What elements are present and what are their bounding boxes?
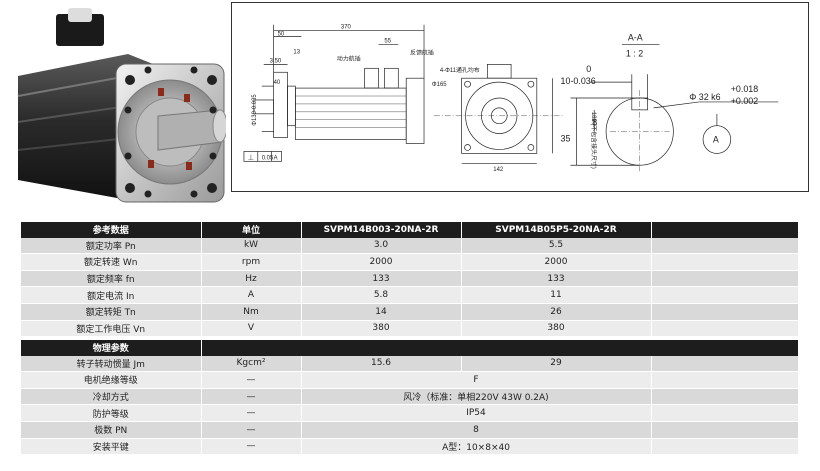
- table-row: 极数 PN — 8: [21, 421, 799, 439]
- param-name: 转子转动惯量 Jm: [21, 355, 202, 372]
- dim-50: 50: [278, 32, 285, 38]
- param-unit: A: [201, 286, 302, 304]
- shaft-label: Φ 32 k6: [689, 92, 720, 102]
- param-unit: —: [201, 438, 302, 455]
- table-row: 防护等级 — IP54: [21, 404, 799, 422]
- physical-params-table: 物理参数 转子转动惯量 Jm Kgcm² 15.6 29 电机绝缘等级 — F …: [21, 340, 799, 455]
- param-name: 冷却方式: [21, 388, 202, 405]
- col-header-unit: 单位: [201, 222, 302, 238]
- dim-13: 13: [293, 49, 300, 55]
- param-value-2: 11: [461, 286, 652, 304]
- param-name: 防护等级: [21, 404, 202, 422]
- table-row: 额定转矩 Tn Nm 14 26: [21, 303, 799, 321]
- table-row: 额定频率 fn Hz 133 133: [21, 270, 799, 287]
- param-name: 额定电流 In: [21, 286, 202, 304]
- param-value-2: 133: [461, 270, 652, 287]
- perp-tolerance: 0.05: [262, 155, 274, 161]
- param-value-shared: 风冷（标准：单相220V 43W 0.2A): [301, 388, 652, 405]
- param-name: 极数 PN: [21, 421, 202, 439]
- shaft-tol-lower: +0.002: [731, 96, 758, 106]
- dim-142: 142: [493, 167, 503, 173]
- dim-182: 182 (不包含接头尺寸): [590, 112, 598, 169]
- param-name: 电机绝缘等级: [21, 371, 202, 389]
- param-value-1: 3.0: [301, 237, 462, 254]
- table-row: 转子转动惯量 Jm Kgcm² 15.6 29: [21, 355, 799, 372]
- section-title: 物理参数: [21, 340, 202, 356]
- param-value-2: 2000: [461, 253, 652, 271]
- param-value-1: 5.8: [301, 286, 462, 304]
- table-header-row: 参考数据 单位 SVPM14B003-20NA-2R SVPM14B05P5-2…: [21, 222, 799, 238]
- param-unit: —: [201, 421, 302, 439]
- param-unit: Kgcm²: [201, 355, 302, 372]
- param-value-2: 380: [461, 320, 652, 337]
- dim-35: 35: [561, 134, 571, 144]
- dim-40: 40: [274, 80, 281, 86]
- param-value-1: 15.6: [301, 355, 462, 372]
- section-title: A-A: [628, 33, 643, 43]
- param-value-2: 29: [461, 355, 652, 372]
- param-value-1: 133: [301, 270, 462, 287]
- param-name: 安装平键: [21, 438, 202, 455]
- dim-55: 55: [384, 39, 391, 45]
- reference-data-table: 参考数据 单位 SVPM14B003-20NA-2R SVPM14B05P5-2…: [21, 222, 799, 337]
- table-row: 额定电流 In A 5.8 11: [21, 286, 799, 304]
- param-value-1: 380: [301, 320, 462, 337]
- param-value-shared: F: [301, 371, 652, 389]
- col-header-blank: [651, 222, 799, 238]
- param-unit: —: [201, 388, 302, 405]
- table-row: 额定功率 Pn kW 3.0 5.5: [21, 237, 799, 254]
- param-name: 额定功率 Pn: [21, 237, 202, 254]
- table-row: 冷却方式 — 风冷（标准：单相220V 43W 0.2A): [21, 388, 799, 405]
- param-unit: kW: [201, 237, 302, 254]
- param-name: 额定转速 Wn: [21, 253, 202, 271]
- param-unit: Nm: [201, 303, 302, 321]
- param-value-shared: A型：10×8×40: [301, 438, 652, 455]
- phi130: Φ130-0.035: [252, 94, 258, 126]
- param-unit: V: [201, 320, 302, 337]
- table-row: 额定转速 Wn rpm 2000 2000: [21, 253, 799, 271]
- param-name: 额定工作电压 Vn: [21, 320, 202, 337]
- param-unit: rpm: [201, 253, 302, 271]
- param-unit: —: [201, 371, 302, 389]
- feedback-connector-label: 反馈航插: [410, 48, 434, 56]
- perpendicular-icon: ⊥: [248, 154, 254, 161]
- table-row: 电机绝缘等级 — F: [21, 371, 799, 389]
- hole-note: 4-Φ11通孔均布: [440, 66, 480, 74]
- shaft-tol-upper: +0.018: [731, 84, 758, 94]
- param-value-2: 26: [461, 303, 652, 321]
- col-header-model-2: SVPM14B05P5-20NA-2R: [461, 222, 652, 238]
- param-value-1: 2000: [301, 253, 462, 271]
- dim-350: 3.50: [270, 58, 282, 64]
- perp-datum: A: [274, 155, 278, 161]
- datum-label: A: [713, 135, 719, 145]
- table-row: 额定工作电压 Vn V 380 380: [21, 320, 799, 337]
- power-connector-label: 动力航插: [337, 54, 361, 62]
- phi165: Φ165: [432, 82, 447, 88]
- param-unit: —: [201, 404, 302, 422]
- section-scale: 1 : 2: [626, 48, 643, 58]
- param-value-shared: 8: [301, 421, 652, 439]
- key-top: 0: [586, 64, 591, 74]
- section-header-row: 物理参数: [21, 340, 799, 356]
- param-value-2: 5.5: [461, 237, 652, 254]
- param-name: 额定转矩 Tn: [21, 303, 202, 321]
- param-name: 额定频率 fn: [21, 270, 202, 287]
- key-tolerance: 10-0.036: [561, 76, 596, 86]
- servo-motor-photo: [17, 8, 226, 203]
- param-unit: Hz: [201, 270, 302, 287]
- col-header-reference: 参考数据: [21, 222, 202, 238]
- table-row: 安装平键 — A型：10×8×40: [21, 438, 799, 455]
- param-value-1: 14: [301, 303, 462, 321]
- dim-370: 370: [341, 25, 352, 31]
- dimension-drawing: 50 370 13 55 3.50 40 动力航插 反馈航插 4-Φ11通孔均布…: [231, 2, 809, 192]
- dim-8: 8: [592, 118, 597, 128]
- param-value-shared: IP54: [301, 404, 652, 422]
- col-header-model-1: SVPM14B003-20NA-2R: [301, 222, 462, 238]
